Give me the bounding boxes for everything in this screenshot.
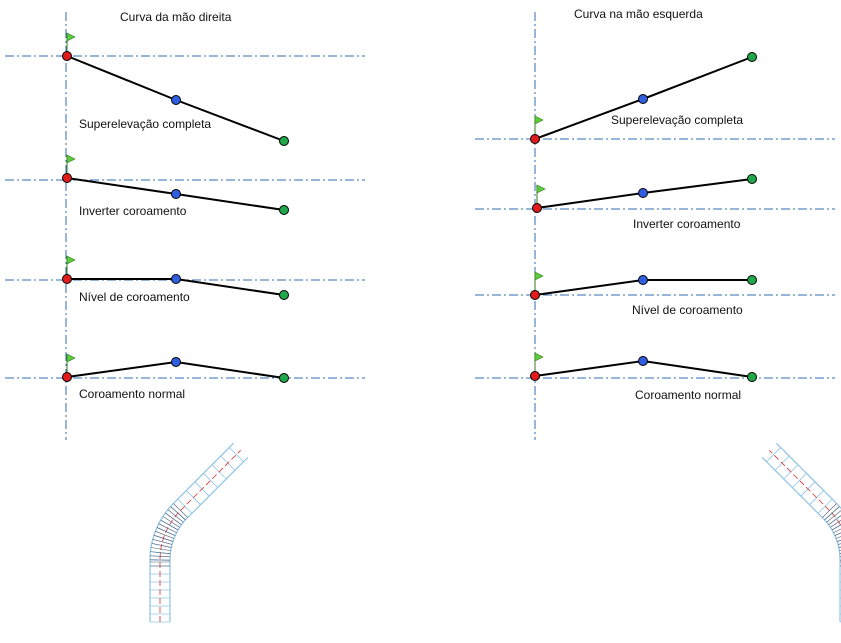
flag-icon — [66, 255, 76, 276]
road-superelevation-tick — [835, 536, 841, 539]
flag-icon — [534, 271, 544, 292]
panel-label: Superelevação completa — [79, 117, 211, 131]
mid-point — [171, 274, 181, 284]
road-superelevation-tick — [156, 527, 176, 536]
flag-icon — [534, 115, 544, 136]
profile-normal-crown-left: Coroamento normal — [530, 352, 757, 402]
road-station-tick — [792, 473, 807, 488]
flag-icon — [66, 353, 76, 374]
road-superelevation-tick — [833, 528, 841, 534]
road-superelevation-tick — [834, 532, 841, 536]
start-point — [530, 134, 540, 144]
road-superelevation-tick — [836, 539, 841, 542]
profile-level-crown-left: Nível de coroamento — [530, 271, 757, 317]
panel-label: Nível de coroamento — [632, 303, 743, 317]
road-centerline — [159, 450, 241, 622]
profile-normal-crown-right: Coroamento normal — [62, 353, 289, 401]
start-point — [62, 372, 72, 382]
road-superelevation-tick — [830, 520, 841, 528]
road-station-tick — [203, 473, 218, 488]
profile-superelevation-left: Superelevação completa — [530, 52, 757, 144]
road-centerline — [769, 450, 841, 527]
title-left-hand-curve: Curva na mão esquerda — [574, 7, 703, 21]
road-station-tick — [766, 447, 781, 462]
road-superelevation-tick — [152, 539, 173, 545]
mid-point — [171, 189, 181, 199]
profile-reverse-crown-left: Inverter coroamento — [532, 174, 757, 231]
road-edge-line — [169, 456, 249, 622]
road-superelevation-tick — [170, 506, 186, 521]
panel-label: Inverter coroamento — [633, 217, 741, 231]
road-superelevation-tick — [150, 551, 171, 555]
title-right-hand-curve: Curva da mão direita — [120, 10, 232, 24]
flag-icon — [536, 184, 546, 205]
road-superelevation-tick — [155, 531, 175, 539]
end-point — [279, 290, 289, 300]
profile-superelevation-right: Superelevação completa — [62, 32, 289, 146]
road-superelevation-tick — [167, 509, 184, 523]
panel-label: Nível de coroamento — [79, 290, 190, 304]
road-superelevation-tick — [162, 516, 180, 528]
road-station-tick — [817, 498, 833, 514]
mid-point — [638, 356, 648, 366]
road-superelevation-tick — [826, 510, 841, 523]
road-superelevation-tick — [828, 515, 841, 525]
road-superelevation-tick — [150, 555, 171, 558]
panel-label: Inverter coroamento — [79, 204, 187, 218]
end-point — [279, 136, 289, 146]
road-plan-right-hand-curve — [149, 442, 249, 623]
road-superelevation-tick — [173, 503, 188, 518]
start-point — [62, 173, 72, 183]
end-point — [279, 205, 289, 215]
road-edge-line — [775, 442, 841, 510]
panel-label: Coroamento normal — [635, 388, 741, 402]
mid-point — [638, 275, 648, 285]
mid-point — [171, 357, 181, 367]
end-point — [279, 373, 289, 383]
start-point — [62, 274, 72, 284]
start-point — [530, 290, 540, 300]
road-superelevation-tick — [165, 512, 182, 525]
flag-icon — [66, 154, 76, 175]
profile-reverse-crown-right: Inverter coroamento — [62, 154, 289, 218]
panel-label: Coroamento normal — [79, 387, 185, 401]
end-point — [747, 372, 757, 382]
end-point — [747, 174, 757, 184]
road-superelevation-tick — [160, 519, 179, 531]
flag-icon — [66, 32, 76, 53]
mid-point — [171, 95, 181, 105]
end-point — [747, 275, 757, 285]
road-superelevation-tick — [158, 523, 177, 534]
road-superelevation-tick — [824, 506, 840, 521]
road-superelevation-tick — [150, 547, 171, 551]
end-point — [747, 52, 757, 62]
start-point — [62, 51, 72, 61]
mid-point — [638, 94, 648, 104]
start-point — [530, 371, 540, 381]
road-superelevation-tick — [822, 503, 837, 518]
road-superelevation-tick — [151, 543, 172, 548]
road-superelevation-tick — [153, 534, 174, 542]
road-station-tick — [229, 447, 244, 462]
mid-point — [638, 188, 648, 198]
road-station-tick — [177, 498, 193, 514]
start-point — [532, 203, 542, 213]
road-edge-line — [761, 456, 841, 622]
profile-level-crown-right: Nível de coroamento — [62, 255, 289, 304]
road-plan-left-hand-curve — [761, 442, 841, 623]
road-edge-line — [149, 442, 235, 622]
flag-icon — [534, 352, 544, 373]
panel-label: Superelevação completa — [611, 113, 743, 127]
